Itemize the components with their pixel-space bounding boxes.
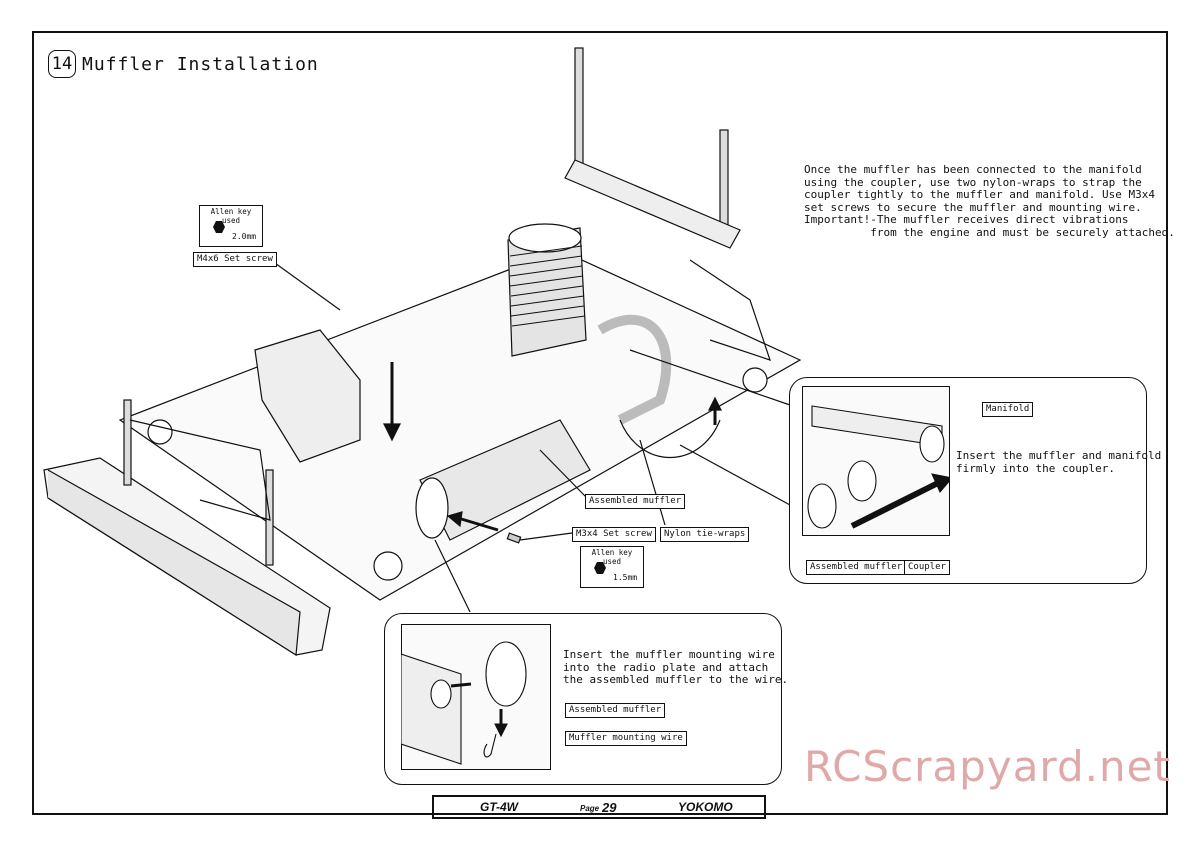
label-coupler: Coupler: [904, 560, 950, 575]
mounting-wire-illustration: [401, 624, 551, 770]
label-m3x4-set-screw: M3x4 Set screw: [572, 527, 656, 542]
step-heading: 14 Muffler Installation: [48, 50, 319, 78]
footer-brand: YOKOMO: [678, 800, 733, 814]
allen-key-title: Allen key used: [591, 548, 633, 566]
footer-page-number: 29: [602, 799, 617, 815]
coupler-detail-callout: Manifold Insert the muffler and manifold…: [789, 377, 1161, 584]
footer-page-label: Page: [580, 804, 600, 813]
label-coupler-assembled-muffler: Assembled muffler: [806, 560, 907, 575]
watermark: RCScrapyard.net: [804, 742, 1171, 791]
label-nylon-tie-wraps: Nylon tie-wraps: [660, 527, 750, 542]
step-number: 14: [48, 50, 76, 78]
hex-key-icon: [213, 221, 225, 233]
hex-key-icon: [594, 562, 606, 574]
allen-key-title: Allen key used: [210, 207, 252, 225]
coupler-detail-illustration: [802, 386, 950, 536]
coupler-instructions: Insert the muffler and manifold firmly i…: [956, 449, 1162, 475]
allen-key-size: 2.0mm: [232, 232, 257, 241]
page-frame: [32, 31, 1168, 815]
label-m4x6-set-screw: M4x6 Set screw: [193, 252, 277, 267]
footer-model: GT-4W: [480, 800, 518, 814]
label-wire-assembled-muffler: Assembled muffler: [565, 703, 666, 718]
allen-key-2mm-box: Allen key used 2.0mm: [199, 205, 263, 247]
wire-instructions: Insert the muffler mounting wire into th…: [563, 648, 789, 686]
mounting-wire-detail-callout: Insert the muffler mounting wire into th…: [384, 613, 788, 785]
label-assembled-muffler: Assembled muffler: [585, 494, 686, 509]
main-instructions: Once the muffler has been connected to t…: [804, 163, 1175, 239]
label-muffler-mounting-wire: Muffler mounting wire: [565, 731, 687, 746]
allen-key-1.5mm-box: Allen key used 1.5mm: [580, 546, 644, 588]
page-footer: GT-4W Page 29 YOKOMO: [432, 795, 766, 819]
step-title: Muffler Installation: [82, 53, 319, 75]
allen-key-size: 1.5mm: [613, 573, 638, 582]
label-manifold: Manifold: [982, 402, 1034, 417]
